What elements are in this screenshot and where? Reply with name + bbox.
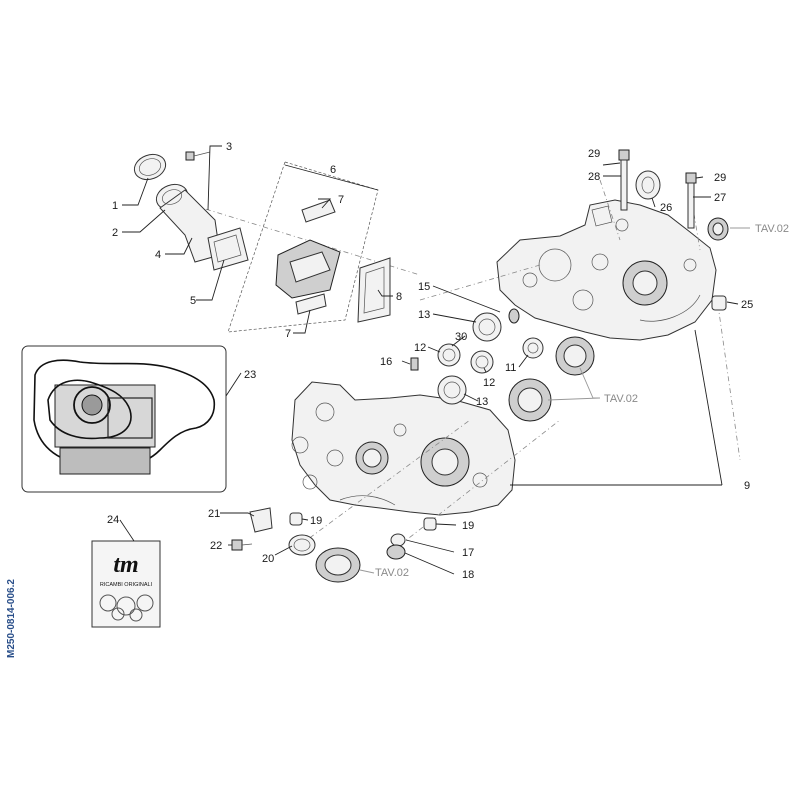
callout-4: 4 [155,249,161,261]
reed-gasket-8 [357,257,391,323]
seal-15 [508,308,520,324]
left-crankcase-half [291,381,516,516]
callout-numbers: 1 2 3 4 5 6 7 7 8 9 11 12 12 13 13 15 16… [107,141,753,581]
main-bearing-left [508,378,552,422]
bearing-13b [437,375,467,405]
kit-brand-logo: tm [113,552,138,578]
callout-27: 27 [714,192,726,204]
seal-tav-bottom [315,547,361,583]
seal-tav-right [707,217,729,241]
gasket-kit-box-23 [21,345,227,493]
callout-13-upper: 13 [418,309,430,321]
callout-20: 20 [262,553,274,565]
callout-2: 2 [112,227,118,239]
intake-manifold-2 [155,183,221,263]
callout-6: 6 [330,164,336,176]
callout-15: 15 [418,281,430,293]
main-bearing-right [555,336,595,376]
screw-22 [231,539,253,551]
tav-ref-right: TAV.02 [755,223,789,235]
callout-8: 8 [396,291,402,303]
seal-11 [522,337,544,359]
callout-18: 18 [462,569,474,581]
callout-30: 30 [455,331,467,343]
callout-11: 11 [505,362,516,374]
hose-clamp-1 [133,153,167,181]
callout-17: 17 [462,547,474,559]
bushing-19b [423,517,437,531]
bolt-3 [185,151,211,161]
plate-21 [249,507,273,533]
drawing-code: M250-0814-006.2 [6,579,17,658]
right-crankcase-half [496,199,717,341]
callout-21: 21 [208,508,220,520]
table-references: TAV.02 TAV.02 TAV.02 [375,223,789,579]
seal-26 [635,170,661,200]
callout-3: 3 [226,141,232,153]
callout-12-left: 12 [414,342,426,354]
callout-26: 26 [660,202,672,214]
callout-19-right: 19 [462,520,474,532]
assembly-axis-lines [159,179,741,546]
callout-28: 28 [588,171,600,183]
tav-ref-bearing: TAV.02 [604,393,638,405]
stud-28 [618,149,630,211]
callout-13-lower: 13 [476,396,488,408]
kit-subtitle: RICAMBI ORIGINALI [100,582,153,588]
seal-20 [288,534,316,556]
manifold-gasket-5 [207,227,249,271]
bearing-13a [472,312,502,342]
bushing-19a [289,512,303,526]
callout-23: 23 [244,369,256,381]
callout-16: 16 [380,356,392,368]
callout-29-left: 29 [588,148,600,160]
callout-7-lower: 7 [285,328,291,340]
bushing-25 [711,295,727,311]
tm-kit-24: tm RICAMBI ORIGINALI [91,540,161,628]
callout-1: 1 [112,200,118,212]
reed-valve-group-6 [227,161,379,333]
leader-lines [119,145,750,575]
callout-9: 9 [744,480,750,492]
pin-16 [410,357,419,371]
bearing-30 [437,343,461,367]
callout-22: 22 [210,540,222,552]
callout-29-right: 29 [714,172,726,184]
callout-25: 25 [741,299,753,311]
bearing-12 [470,350,494,374]
callout-7-upper: 7 [338,194,344,206]
washer-17 [390,533,406,547]
callout-12-right: 12 [483,377,495,389]
callout-24: 24 [107,514,119,526]
tav-ref-seal: TAV.02 [375,567,409,579]
callout-19-left: 19 [310,515,322,527]
stud-27 [685,172,697,229]
plug-18 [386,544,406,560]
callout-5: 5 [190,295,196,307]
